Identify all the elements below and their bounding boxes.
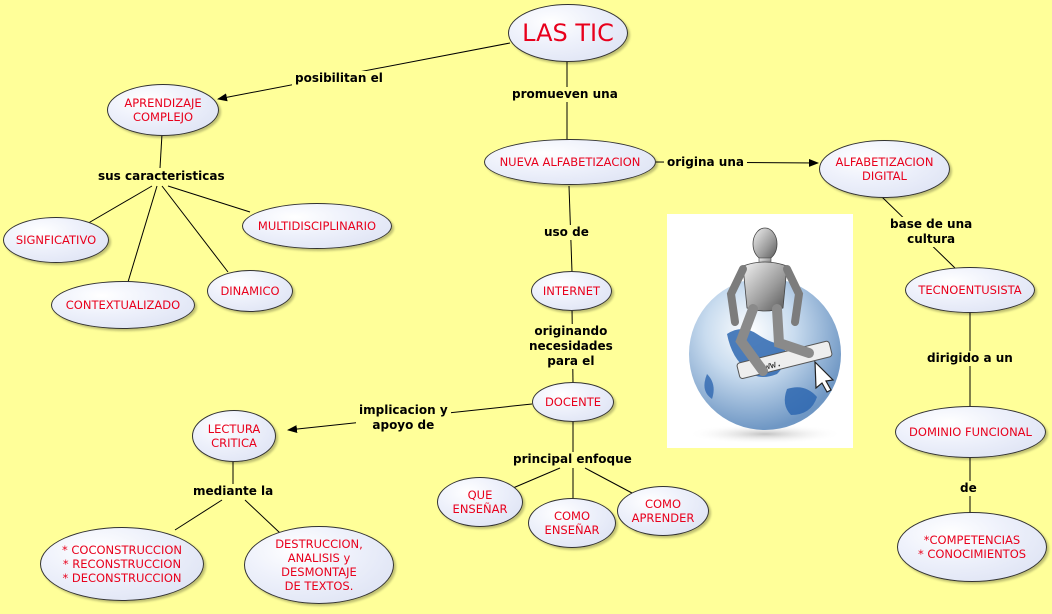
node-internet: INTERNET: [531, 271, 612, 311]
label-dirigido: dirigido a un: [924, 351, 1016, 366]
label-originando: originando necesidades para el: [526, 324, 616, 369]
node-competencias: *COMPETENCIAS * CONOCIMIENTOS: [897, 512, 1047, 582]
node-dinamico: DINAMICO: [207, 270, 293, 312]
node-como-aprender: COMO APRENDER: [617, 486, 709, 536]
node-aprendizaje-complejo: APRENDIZAJE COMPLEJO: [107, 84, 219, 136]
node-que-ensenar: QUE ENSEÑAR: [437, 477, 523, 527]
node-contextualizado: CONTEXTUALIZADO: [51, 281, 195, 329]
label-base-cultura: base de una cultura: [887, 217, 976, 247]
line-caract-dinamico: [161, 185, 229, 273]
node-multidisciplinario: MULTIDISCIPLINARIO: [242, 203, 392, 249]
node-construccion-list: * COCONSTRUCCION * RECONSTRUCCION * DECO…: [40, 527, 204, 601]
node-tecnoentusista: TECNOENTUSISTA: [905, 267, 1035, 313]
label-origina: origina una: [664, 155, 747, 170]
node-como-ensenar: COMO ENSEÑAR: [528, 498, 616, 548]
node-destruccion: DESTRUCCION, ANALISIS y DESMONTAJE DE TE…: [244, 526, 394, 604]
node-lectura-critica: LECTURA CRITICA: [192, 410, 276, 462]
node-las-tic: LAS TIC: [508, 4, 628, 62]
label-sus-caracteristicas: sus caracteristicas: [95, 169, 228, 184]
label-implicacion: implicacion y apoyo de: [356, 403, 451, 433]
line-enfoque-que: [512, 467, 561, 489]
line-aprendizaje-caract: [159, 133, 163, 169]
label-promueven: promueven una: [509, 87, 621, 102]
label-posibilitan: posibilitan el: [292, 71, 386, 86]
line-caract-significativo: [84, 185, 153, 226]
node-dominio-funcional: DOMINIO FUNCIONAL: [895, 406, 1046, 458]
label-principal-enfoque: principal enfoque: [510, 452, 635, 467]
node-nueva-alfabetizacion: NUEVA ALFABETIZACION: [484, 139, 656, 185]
node-significativo: SIGNFICATIVO: [3, 217, 109, 263]
label-mediante: mediante la: [190, 484, 277, 499]
line-caract-contextualizado: [127, 185, 158, 283]
label-de: de: [957, 481, 980, 496]
robot-on-globe-icon: www.: [667, 214, 853, 448]
label-uso-de: uso de: [541, 225, 592, 240]
line-enfoque-como-aprender: [584, 467, 633, 494]
node-docente: DOCENTE: [532, 382, 614, 422]
node-alfabetizacion-digital: ALFABETIZACION DIGITAL: [819, 140, 950, 198]
line-mediante-co: [174, 499, 223, 531]
line-caract-multidisciplinario: [167, 185, 251, 213]
line-mediante-destruccion: [244, 499, 281, 534]
